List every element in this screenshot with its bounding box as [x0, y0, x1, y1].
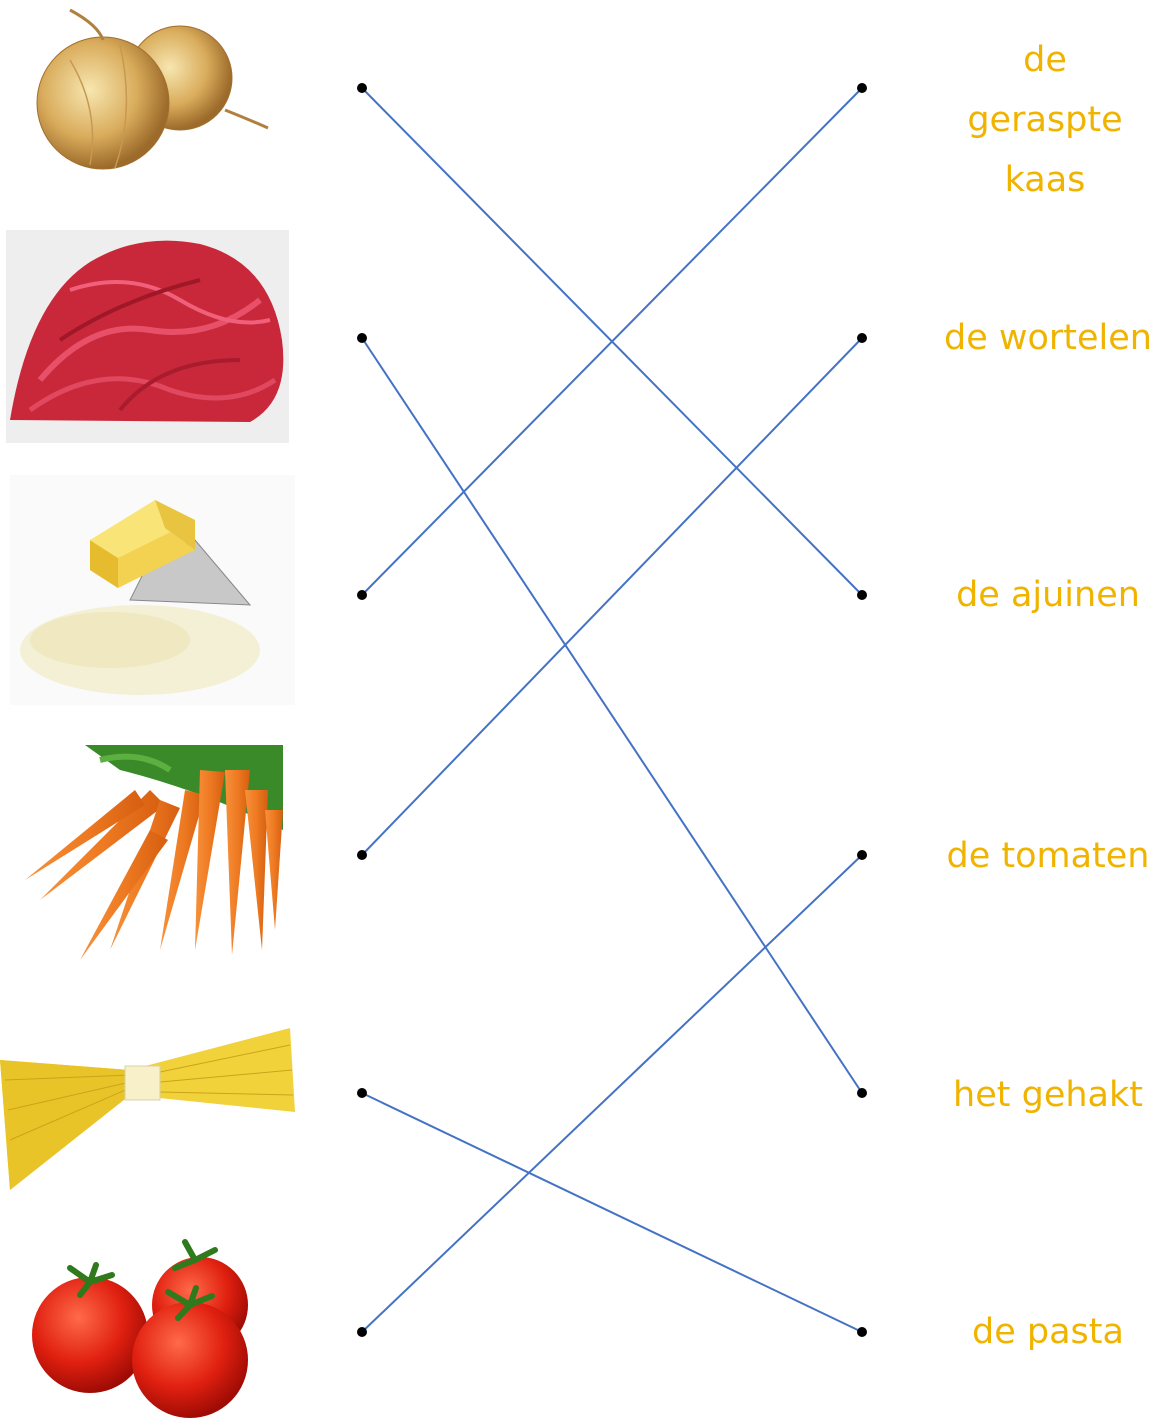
word-label-3: de ajuinen	[956, 575, 1140, 615]
word-label-4: de tomaten	[946, 836, 1150, 876]
word-label-6: de pasta	[972, 1312, 1124, 1352]
left-dot-6[interactable]	[357, 1327, 367, 1337]
minced-meat-icon	[6, 230, 289, 443]
match-line-4	[361, 337, 863, 856]
match-line-3	[361, 87, 863, 596]
left-dot-2[interactable]	[357, 333, 367, 343]
onion-icon	[36, 8, 269, 170]
word-label-1: de geraspte kaas	[967, 40, 1123, 200]
right-dot-6[interactable]	[857, 1327, 867, 1337]
grated-cheese-icon	[10, 475, 295, 705]
match-line-2	[361, 337, 863, 1094]
left-dot-3[interactable]	[357, 590, 367, 600]
left-dot-5[interactable]	[357, 1088, 367, 1098]
right-dot-5[interactable]	[857, 1088, 867, 1098]
right-dot-1[interactable]	[857, 83, 867, 93]
connection-dots	[357, 83, 867, 1337]
left-dot-4[interactable]	[357, 850, 367, 860]
right-dot-3[interactable]	[857, 590, 867, 600]
left-dot-1[interactable]	[357, 83, 367, 93]
word-label-5: het gehakt	[953, 1075, 1143, 1115]
spaghetti-icon	[0, 1028, 295, 1190]
tomatoes-icon	[32, 1239, 248, 1418]
right-dot-2[interactable]	[857, 333, 867, 343]
carrots-icon	[25, 745, 283, 960]
match-line-5	[361, 1092, 863, 1333]
word-label-2: de wortelen	[943, 318, 1150, 358]
connection-lines	[361, 87, 863, 1333]
match-line-6	[361, 854, 863, 1333]
right-dot-4[interactable]	[857, 850, 867, 860]
